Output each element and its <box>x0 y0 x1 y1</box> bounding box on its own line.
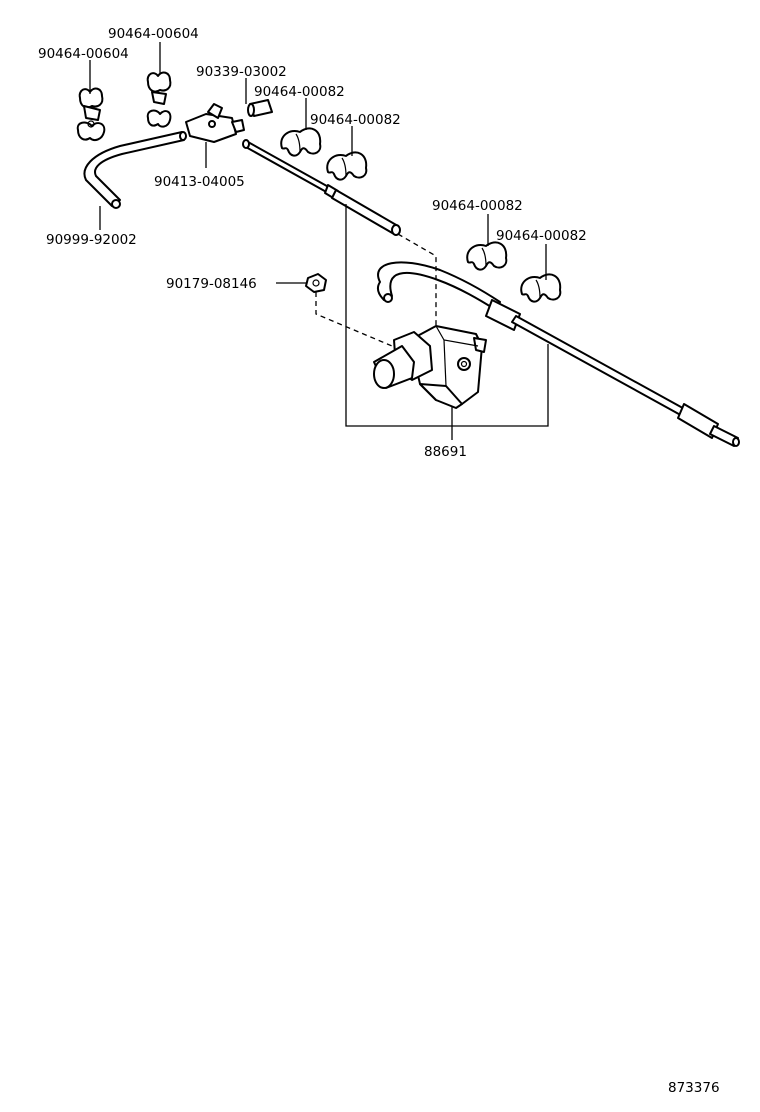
clamp-604-right <box>146 71 172 128</box>
label-hose-end: 90339-03002 <box>196 64 287 80</box>
clamp-82-c <box>466 241 508 271</box>
dashed-guides <box>315 233 437 347</box>
label-clamp-82-c: 90464-00082 <box>432 198 523 214</box>
valve-assembly <box>373 325 487 409</box>
clamp-604-left <box>76 87 106 141</box>
figure-number: 873376 <box>668 1080 720 1096</box>
leader-lines <box>89 42 547 440</box>
hose-end-fitting <box>247 99 273 117</box>
clamp-82-a <box>280 127 322 157</box>
tee-joint <box>185 103 245 143</box>
bent-hose <box>83 131 187 209</box>
label-clamp-82-d: 90464-00082 <box>496 228 587 244</box>
long-hose <box>242 139 401 236</box>
label-clamp-604-right: 90464-00604 <box>108 26 199 42</box>
label-clamp-604-left: 90464-00604 <box>38 46 129 62</box>
label-tee-joint: 90413-04005 <box>154 174 245 190</box>
clamp-82-b <box>326 151 368 181</box>
label-valve-assembly: 88691 <box>424 444 467 460</box>
label-clamp-82-b: 90464-00082 <box>310 112 401 128</box>
clamp-82-d <box>520 273 562 303</box>
label-hose-bent: 90999-92002 <box>46 232 137 248</box>
label-clamp-82-a: 90464-00082 <box>254 84 345 100</box>
right-pipe <box>376 261 740 447</box>
label-nut: 90179-08146 <box>166 276 257 292</box>
nut <box>305 273 327 293</box>
assembly-bracket <box>345 204 549 427</box>
